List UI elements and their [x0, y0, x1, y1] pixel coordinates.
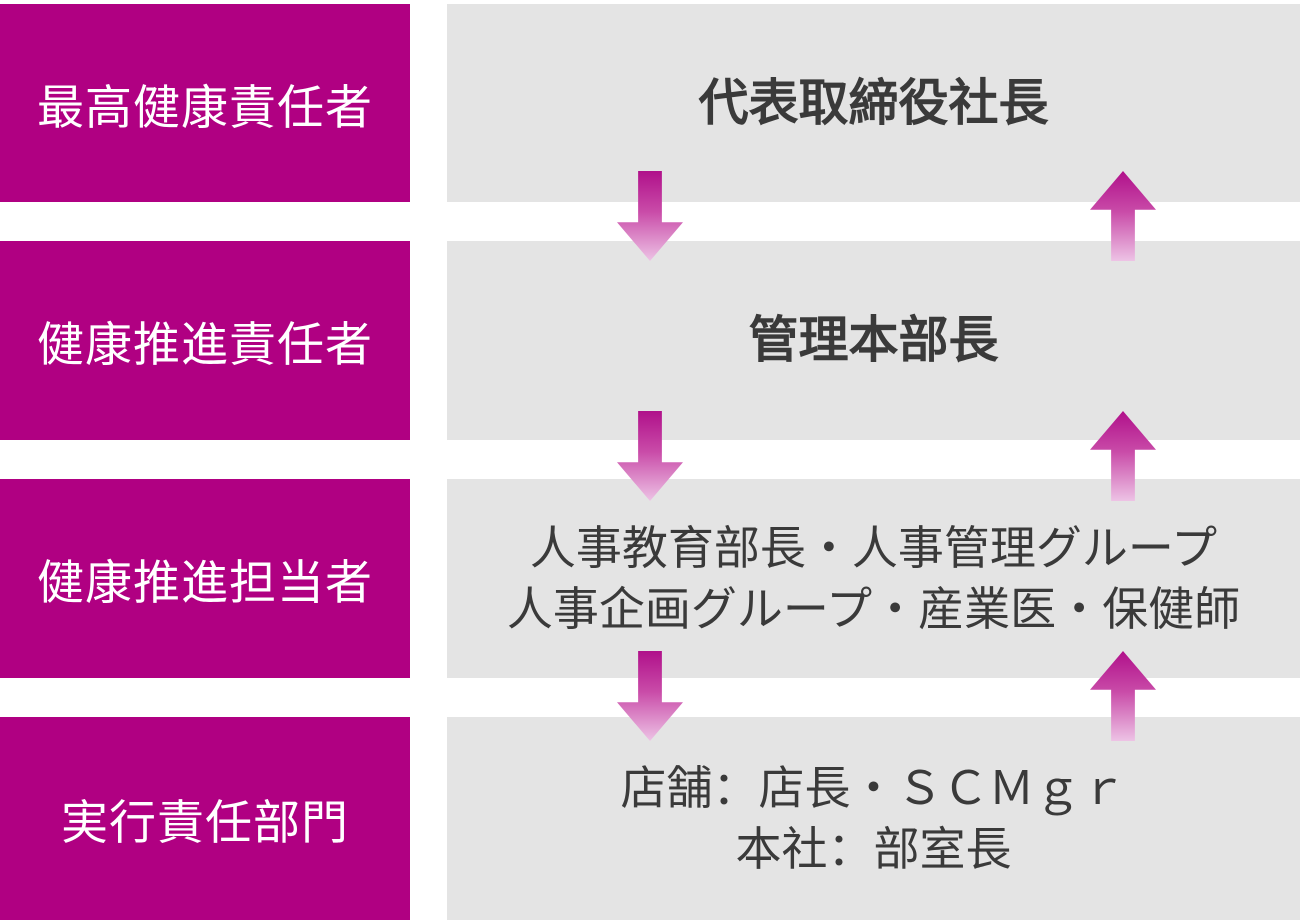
body-box-president: 代表取締役社長	[447, 4, 1300, 202]
role-label: 最高健康責任者	[37, 80, 373, 134]
role-box-chief-health-officer: 最高健康責任者	[0, 4, 410, 202]
body-text: 人事企画グループ・産業医・保健師	[506, 582, 1241, 635]
role-box-executing-department: 実行責任部門	[0, 717, 410, 920]
body-box-admin-hq-head: 管理本部長	[447, 241, 1300, 440]
role-box-health-promotion-manager: 健康推進責任者	[0, 241, 410, 440]
body-text: 人事教育部長・人事管理グループ	[529, 521, 1218, 574]
role-label: 健康推進担当者	[37, 556, 373, 609]
body-text: 代表取締役社長	[698, 74, 1049, 131]
body-box-stores-headoffice: 店舗：店長・ＳＣＭｇｒ 本社：部室長	[447, 717, 1300, 920]
body-text: 店舗：店長・ＳＣＭｇｒ	[620, 761, 1127, 814]
body-box-hr-groups: 人事教育部長・人事管理グループ 人事企画グループ・産業医・保健師	[447, 479, 1300, 678]
role-label: 実行責任部門	[61, 796, 349, 849]
body-text: 本社：部室長	[735, 822, 1012, 875]
body-text: 管理本部長	[748, 312, 999, 368]
role-label: 健康推進責任者	[37, 318, 373, 371]
role-box-health-promotion-staff: 健康推進担当者	[0, 479, 410, 678]
